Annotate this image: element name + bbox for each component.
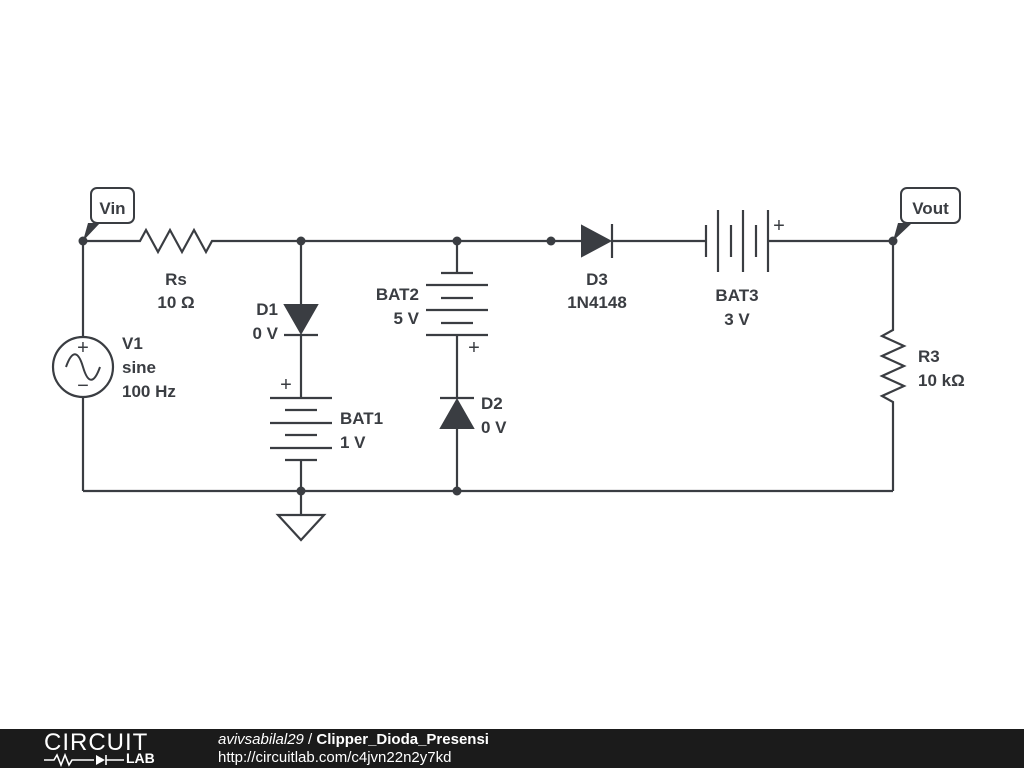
vout-tag-label: Vout xyxy=(912,199,949,218)
vin-tag-label: Vin xyxy=(99,199,125,218)
circuit-title-line: avivsabilal29 / Clipper_Dioda_Presensi xyxy=(218,731,489,749)
d3-name: D3 xyxy=(586,270,608,289)
r3-value: 10 kΩ xyxy=(918,371,965,390)
bat3-value: 3 V xyxy=(724,310,750,329)
d3-value: 1N4148 xyxy=(567,293,627,312)
d1-name: D1 xyxy=(256,300,278,319)
d1-value: 0 V xyxy=(252,324,278,343)
junction-nodes xyxy=(78,236,898,496)
logo-top-text: CIRCUIT xyxy=(44,729,149,756)
v1-type: sine xyxy=(122,358,156,377)
vin-net-tag: Vin xyxy=(83,187,135,241)
vout-net-tag: Vout xyxy=(893,187,961,241)
bat1-name: BAT1 xyxy=(340,409,383,428)
v1-frequency: 100 Hz xyxy=(122,382,176,401)
bat3-name: BAT3 xyxy=(715,286,758,305)
d1-diode xyxy=(283,304,319,337)
title-separator: / xyxy=(303,731,317,748)
d3-diode xyxy=(581,224,614,258)
logo-bottom-text: LAB xyxy=(126,750,155,766)
bat2-battery: + xyxy=(426,271,488,359)
ground-symbol xyxy=(275,513,327,542)
d2-value: 0 V xyxy=(481,418,507,437)
bat2-plus-sign: + xyxy=(468,337,480,359)
v1-sine-source: + − xyxy=(51,335,115,399)
bat2-name: BAT2 xyxy=(376,285,419,304)
r3-name: R3 xyxy=(918,347,940,366)
bat1-battery: + xyxy=(270,374,332,462)
circuit-meta: avivsabilal29 / Clipper_Dioda_Presensi h… xyxy=(218,731,489,767)
bat1-value: 1 V xyxy=(340,433,366,452)
rs-value: 10 Ω xyxy=(157,293,194,312)
v1-minus-sign: − xyxy=(77,375,89,397)
bat3-plus-sign: + xyxy=(773,215,785,237)
v1-name: V1 xyxy=(122,334,143,353)
d2-diode xyxy=(439,396,475,429)
circuitlab-logo: CIRCUIT LAB xyxy=(44,731,174,767)
bat3-battery: + xyxy=(704,210,785,272)
bat2-value: 5 V xyxy=(393,309,419,328)
d2-name: D2 xyxy=(481,394,503,413)
component-labels: Rs 10 Ω V1 sine 100 Hz D1 0 V BAT1 1 V B… xyxy=(122,270,965,452)
v1-plus-sign: + xyxy=(77,337,89,359)
bat1-plus-sign: + xyxy=(280,374,292,396)
wires xyxy=(81,227,907,515)
rs-name: Rs xyxy=(165,270,187,289)
author-link[interactable]: avivsabilal29 xyxy=(218,731,304,748)
circuit-title: Clipper_Dioda_Presensi xyxy=(316,731,489,748)
footer-bar: CIRCUIT LAB avivsabilal29 / Clipper_Diod… xyxy=(0,729,1024,768)
circuit-url[interactable]: http://circuitlab.com/c4jvn22n2y7kd xyxy=(218,749,452,766)
circuit-schematic: + − + + xyxy=(51,187,965,542)
logo-circuit-icon xyxy=(44,753,124,767)
